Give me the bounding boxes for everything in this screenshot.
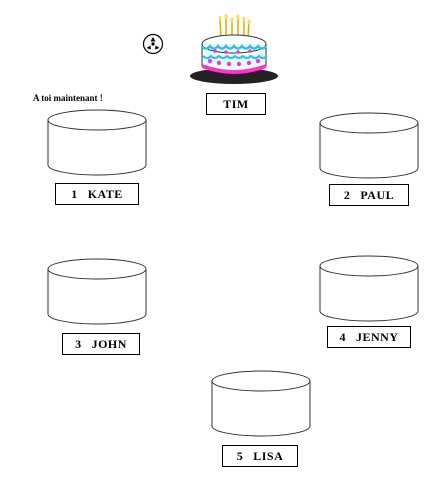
name-box-paul: 2 PAUL [329,184,409,206]
cake-number: 5 [236,448,244,463]
name-box-lisa: 5 LISA [222,445,298,467]
name-box-jenny: 4 JENNY [327,326,411,348]
cake-number: 1 [71,186,78,201]
cake-name: LISA [253,448,284,463]
cake-outline-5[interactable] [210,369,312,439]
audio-button[interactable] [142,33,164,55]
cake-name: JOHN [91,336,127,351]
cake-outline-1[interactable] [46,108,148,178]
cake-name: PAUL [360,187,395,202]
birthday-cake-icon [190,13,278,84]
instruction-text: A toi maintenant ! [33,93,103,103]
cake-number: 3 [75,336,82,351]
name-box-tim: TIM [206,93,266,115]
cake-outline-2[interactable] [318,111,420,181]
cake-number: 2 [343,187,351,202]
name-box-kate: 1 KATE [55,183,139,205]
speaker-icon [142,33,164,55]
cake-name: TIM [223,96,249,111]
cake-number: 4 [339,329,346,344]
cake-outline-3[interactable] [46,257,148,327]
birthday-cake-image [188,13,280,91]
cake-name: KATE [87,186,123,201]
cake-name: JENNY [355,329,399,344]
name-box-john: 3 JOHN [62,333,140,355]
cake-outline-4[interactable] [318,254,420,324]
